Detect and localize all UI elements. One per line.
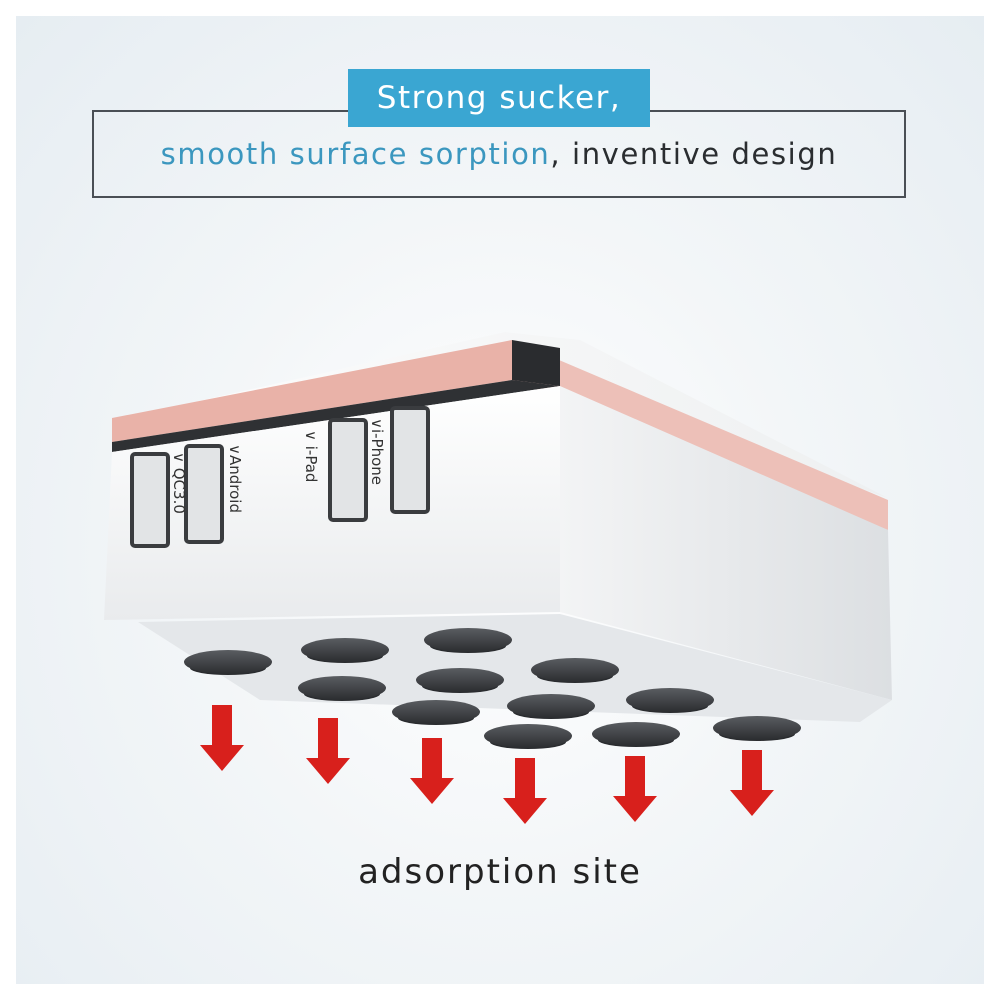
port-label-iphone: ∨i-Phone — [368, 418, 386, 485]
suction-cup — [184, 650, 272, 675]
suction-cup — [531, 658, 619, 683]
suction-cups — [184, 628, 801, 749]
suction-cup — [298, 676, 386, 701]
band-seam-dark — [112, 380, 560, 452]
accent-band-front — [112, 340, 512, 442]
suction-cup — [592, 722, 680, 747]
down-arrow — [306, 718, 350, 784]
port-label-qc: ∨ QC3.0 — [170, 452, 188, 514]
accent-band-side — [512, 340, 888, 530]
down-arrows — [200, 705, 774, 824]
port-label-android: ∨Android — [226, 444, 244, 513]
down-arrow — [410, 738, 454, 804]
port-label-ipad: ∨ i-Pad — [302, 430, 320, 482]
suction-cup — [507, 694, 595, 719]
usb-port-1 — [130, 452, 170, 548]
down-arrow — [730, 750, 774, 816]
down-arrow — [503, 758, 547, 824]
suction-cup — [392, 700, 480, 725]
device-side — [560, 386, 892, 700]
band-corner-dark — [512, 340, 560, 386]
usb-port-2 — [184, 444, 224, 544]
caption: adsorption site — [358, 852, 642, 892]
headline-tag: Strong sucker, — [348, 69, 650, 127]
suction-cup — [713, 716, 801, 741]
suction-cup — [484, 724, 572, 749]
suction-cup — [416, 668, 504, 693]
usb-port-4 — [390, 406, 430, 514]
down-arrow — [200, 705, 244, 771]
suction-cup — [301, 638, 389, 663]
headline-part-1: smooth surface sorption — [160, 137, 551, 171]
suction-cup — [626, 688, 714, 713]
headline-part-2: , inventive design — [550, 137, 838, 171]
down-arrow — [613, 756, 657, 822]
usb-port-3 — [328, 418, 368, 522]
suction-cup — [424, 628, 512, 653]
headline-tag-text: Strong sucker, — [376, 80, 622, 116]
